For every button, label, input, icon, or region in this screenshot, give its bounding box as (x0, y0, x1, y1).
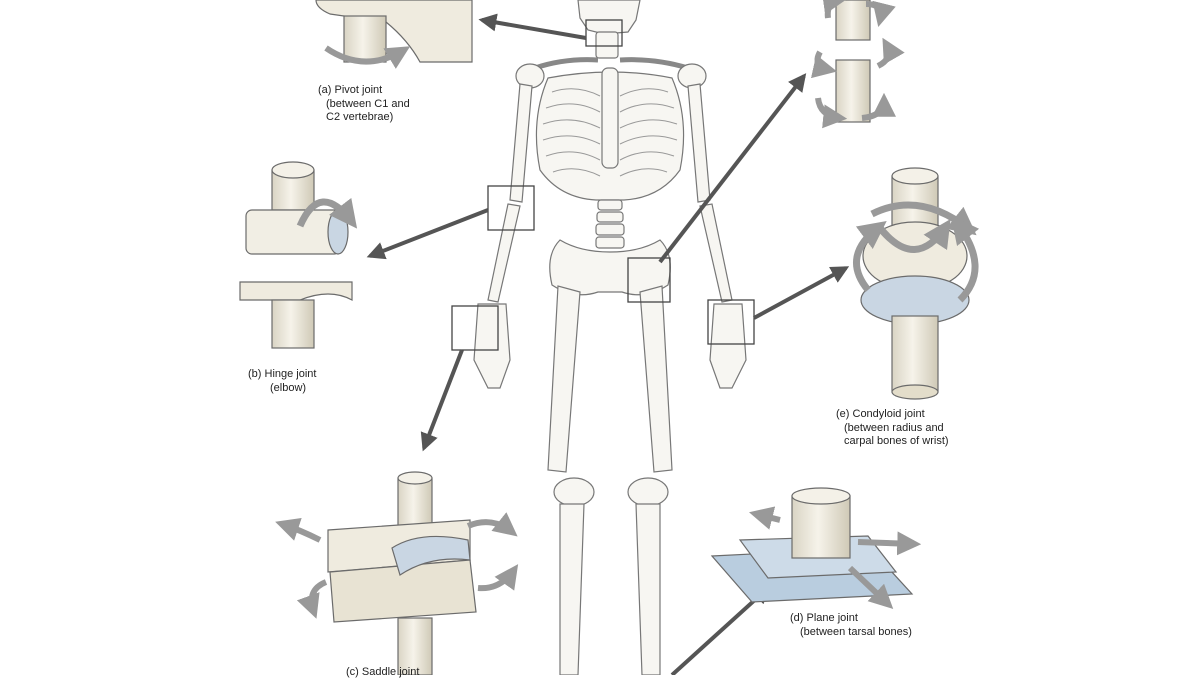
ribs (542, 88, 678, 177)
right-wrist-box (707, 299, 755, 345)
hip-box (627, 257, 671, 303)
plane-label-line2: (between tarsal bones) (800, 625, 912, 638)
pointer-arrows (366, 13, 850, 675)
left-wrist-box (451, 305, 499, 351)
condyloid-label-line2: (between radius and (844, 421, 944, 434)
right-humerus (687, 83, 711, 203)
lumbar-spine (595, 199, 625, 249)
saddle-joint-label: (c) Saddle joint (346, 666, 419, 680)
joint-location-boxes (451, 19, 755, 351)
condyloid-joint-illustration (852, 167, 980, 400)
pelvis (549, 239, 671, 296)
right-forearm (699, 203, 733, 303)
condyloid-lower-shaft (891, 315, 939, 393)
arrow-to-condyloid (753, 266, 850, 320)
elbow-box (487, 185, 535, 231)
pivot-joint-label: (a) Pivot joint (between C1 and C2 verte… (318, 84, 410, 125)
right-femur (639, 285, 673, 473)
hinge-rotation-arrow (296, 197, 358, 229)
condyloid-rotation-arrows (852, 201, 980, 303)
left-knee (553, 477, 595, 507)
saddle-joint-illustration (275, 471, 519, 675)
ball-upper-shaft (835, 0, 871, 41)
ball-and-socket-joint-illustration (810, 0, 905, 129)
left-hand (473, 303, 511, 389)
left-tibia (559, 503, 585, 675)
condyloid-label-line3: carpal bones of wrist) (844, 435, 949, 447)
plane-joint-illustration (710, 487, 922, 609)
pivot-dens (343, 15, 387, 63)
arrow-to-saddle (420, 349, 464, 452)
hinge-label-line2: (elbow) (270, 381, 307, 394)
right-knee (627, 477, 669, 507)
plane-shaft (791, 495, 851, 559)
hinge-label-line1: (b) Hinge joint (248, 368, 317, 380)
hinge-trough (239, 281, 353, 302)
ball-rotation-arrows (810, 0, 905, 129)
right-hand (709, 303, 747, 389)
left-humerus (509, 83, 533, 203)
arrow-to-hinge (366, 208, 489, 260)
left-forearm (487, 203, 521, 303)
plane-label-line1: (d) Plane joint (790, 612, 858, 624)
neck-box (585, 19, 623, 47)
hinge-lower-shaft (271, 299, 315, 349)
saddle-lower-shaft (397, 617, 433, 675)
cervical-vertebrae (595, 31, 619, 59)
skull (577, 0, 641, 35)
pivot-label-line2: (between C1 and (326, 97, 410, 110)
condyloid-joint-label: (e) Condyloid joint (between radius and … (836, 408, 949, 449)
hinge-joint-label: (b) Hinge joint (elbow) (248, 368, 316, 395)
arrow-to-pivot (478, 13, 587, 40)
plane-slide-arrows (749, 506, 922, 609)
saddle-rotation-arrows (275, 512, 519, 619)
right-shoulder (677, 63, 707, 89)
saddle-cartilage (391, 535, 471, 576)
right-clavicle (619, 57, 689, 71)
skeleton (473, 0, 747, 675)
condyloid-label-line1: (e) Condyloid joint (836, 408, 925, 420)
plane-joint-label: (d) Plane joint (between tarsal bones) (790, 612, 912, 639)
saddle-label-line1: (c) Saddle joint (346, 666, 420, 678)
left-clavicle (534, 57, 599, 71)
left-femur (547, 285, 581, 473)
sternum (601, 67, 619, 169)
pivot-label-line1: (a) Pivot joint (318, 84, 383, 96)
hinge-cylinder (245, 209, 341, 255)
right-tibia (635, 503, 661, 675)
hinge-joint-illustration (239, 161, 358, 349)
saddle-upper-shaft (397, 477, 433, 531)
arrow-to-ball-socket (658, 73, 807, 264)
ball-lower-shaft (835, 59, 871, 123)
pivot-label-line3: C2 vertebrae) (326, 111, 394, 123)
pivot-joint-illustration (315, 0, 473, 69)
pivot-rotation-arrow (324, 45, 411, 69)
